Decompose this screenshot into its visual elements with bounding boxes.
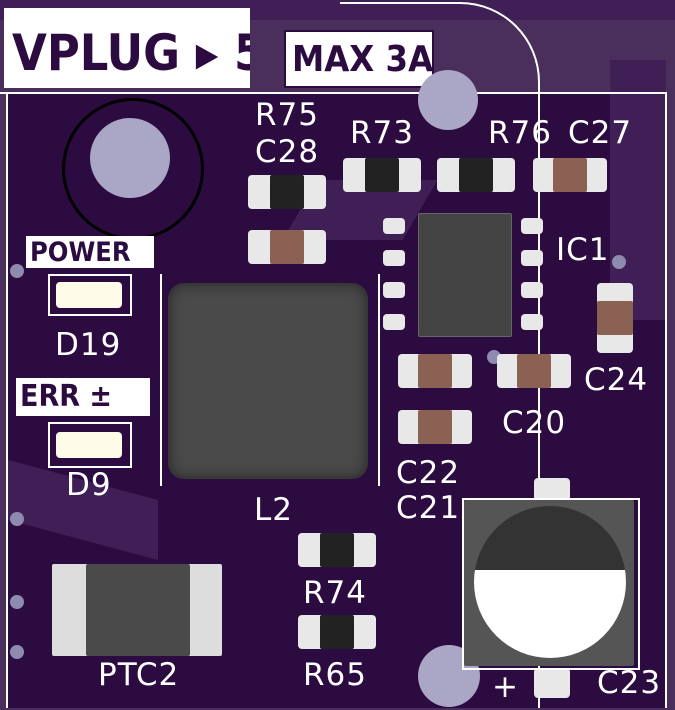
- capacitor-c27: [533, 158, 607, 192]
- ref-c27: C27: [568, 115, 633, 151]
- ref-r75: R75: [255, 97, 319, 133]
- ref-r73: R73: [350, 115, 414, 151]
- capacitor-c28: [248, 230, 326, 264]
- ref-c20: C20: [502, 405, 567, 441]
- board-outline: [0, 92, 540, 94]
- c23-polarity: +: [492, 669, 519, 705]
- led-d9: [48, 422, 132, 468]
- capacitor-c21: [398, 410, 472, 444]
- capacitor-c20: [497, 354, 571, 388]
- resistor-r73: [343, 158, 421, 192]
- capacitor-c22: [398, 354, 472, 388]
- via: [10, 595, 24, 609]
- via: [10, 264, 24, 278]
- vplug-label: VPLUG ▸ 5V: [4, 8, 250, 88]
- ref-c22: C22: [396, 455, 461, 491]
- fuse-ptc2: [52, 564, 222, 656]
- copper-trace: [610, 60, 666, 320]
- inductor-l2-outline: [160, 274, 380, 486]
- via-large: [418, 70, 478, 130]
- ref-r65: R65: [303, 657, 367, 693]
- capacitor-c24: [597, 283, 633, 353]
- ref-r76: R76: [488, 115, 552, 151]
- ref-c21: C21: [396, 490, 461, 526]
- resistor-r65: [298, 615, 376, 649]
- resistor-r75: [248, 175, 326, 209]
- ref-r74: R74: [303, 575, 367, 611]
- ref-c28: C28: [255, 134, 320, 170]
- resistor-r74: [298, 533, 376, 567]
- ref-ptc2: PTC2: [98, 657, 180, 693]
- via: [10, 645, 24, 659]
- capacitor-c23: [464, 500, 634, 666]
- max-current-label: MAX 3A!: [284, 30, 434, 88]
- mounting-hole: [90, 118, 170, 198]
- led-d19: [48, 274, 132, 316]
- c23-pad-bottom: [534, 668, 570, 698]
- ref-d19: D19: [55, 327, 122, 363]
- capacitor-c23-top: [474, 506, 626, 658]
- board-outline: [665, 92, 667, 708]
- board-outline: [540, 92, 665, 94]
- ref-c24: C24: [584, 362, 649, 398]
- ref-l2: L2: [254, 492, 293, 528]
- ref-c23: C23: [597, 665, 662, 701]
- board-outline: [6, 92, 8, 708]
- resistor-r76: [437, 158, 515, 192]
- ref-ic1: IC1: [556, 232, 610, 268]
- power-label: POWER: [26, 236, 154, 268]
- via: [10, 512, 24, 526]
- err-label: ERR ±: [16, 378, 150, 416]
- inductor-l2: [168, 283, 368, 479]
- ref-d9: D9: [66, 467, 112, 503]
- via: [612, 255, 626, 269]
- capacitor-c23-outline: [462, 498, 640, 670]
- ic1-package: [383, 213, 543, 337]
